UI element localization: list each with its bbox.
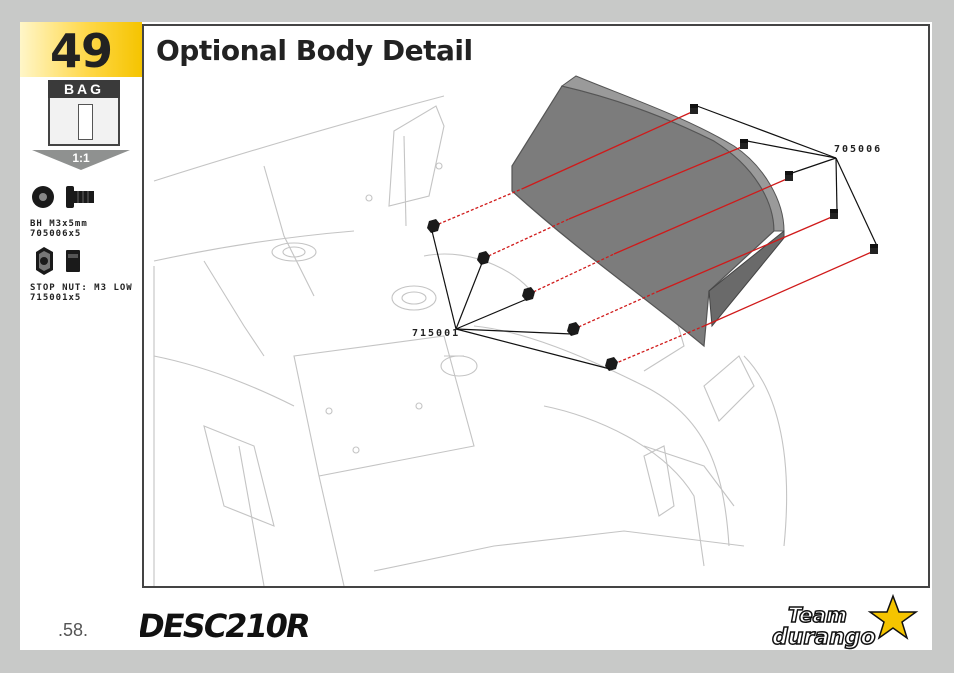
stop-nut-icon: [36, 247, 80, 275]
nut-1: [427, 219, 440, 233]
part-screw-desc: BH M3x5mm: [30, 219, 88, 229]
page-number: .58.: [58, 620, 89, 640]
nut-4: [567, 322, 580, 336]
svg-text:durango: durango: [772, 625, 876, 650]
step-number: 49: [50, 24, 113, 78]
bag-icon: [48, 98, 120, 146]
manual-page: 49 BAG 1:1 BH M3x5mm 705006x5: [20, 22, 932, 651]
part-screw: BH M3x5mm 705006x5: [30, 180, 100, 239]
screw-2: [740, 139, 748, 149]
rear-wing: [511, 75, 785, 348]
assembly-guides: [433, 110, 875, 365]
star-icon: [867, 593, 919, 640]
brand-logo: Team durango: [768, 593, 928, 655]
scale-label: 1:1: [72, 151, 90, 165]
button-head-screw-icon: [32, 186, 94, 208]
screw-4: [830, 209, 838, 219]
scale-banner: 1:1: [32, 150, 130, 170]
screw-5: [870, 244, 878, 254]
screw-1: [690, 104, 698, 114]
scale-arrow-icon: [32, 150, 130, 170]
screws: [690, 104, 878, 254]
assembly-illustration: [153, 75, 878, 586]
svg-text:Team: Team: [788, 603, 847, 627]
part-nut: STOP NUT: M3 LOW 715001x5: [30, 244, 133, 303]
svg-text:DESC210R: DESC210R: [140, 607, 310, 644]
part-nut-code: 715001x5: [30, 293, 82, 303]
step-number-badge: 49: [20, 22, 142, 78]
nuts: [427, 219, 618, 371]
screw-3: [785, 171, 793, 181]
nut-5: [605, 357, 618, 371]
nut-3: [522, 287, 535, 301]
nut-2: [477, 251, 490, 265]
page-title: Optional Body Detail: [156, 34, 473, 67]
bag-label: BAG: [48, 80, 120, 98]
callout-lines: [431, 105, 878, 370]
product-logo: DESC210R: [135, 604, 314, 649]
part-nut-desc: STOP NUT: M3 LOW: [30, 283, 133, 293]
car-body-outline: [153, 95, 788, 586]
part-screw-code: 705006x5: [30, 229, 82, 239]
bag-indicator: BAG: [48, 80, 120, 146]
callout-nuts: 715001: [412, 328, 461, 339]
callout-screws: 705006: [834, 144, 883, 155]
bag-mark: [78, 104, 93, 140]
illustration-frame: Optional Body Detail 705006 715001: [142, 24, 930, 588]
